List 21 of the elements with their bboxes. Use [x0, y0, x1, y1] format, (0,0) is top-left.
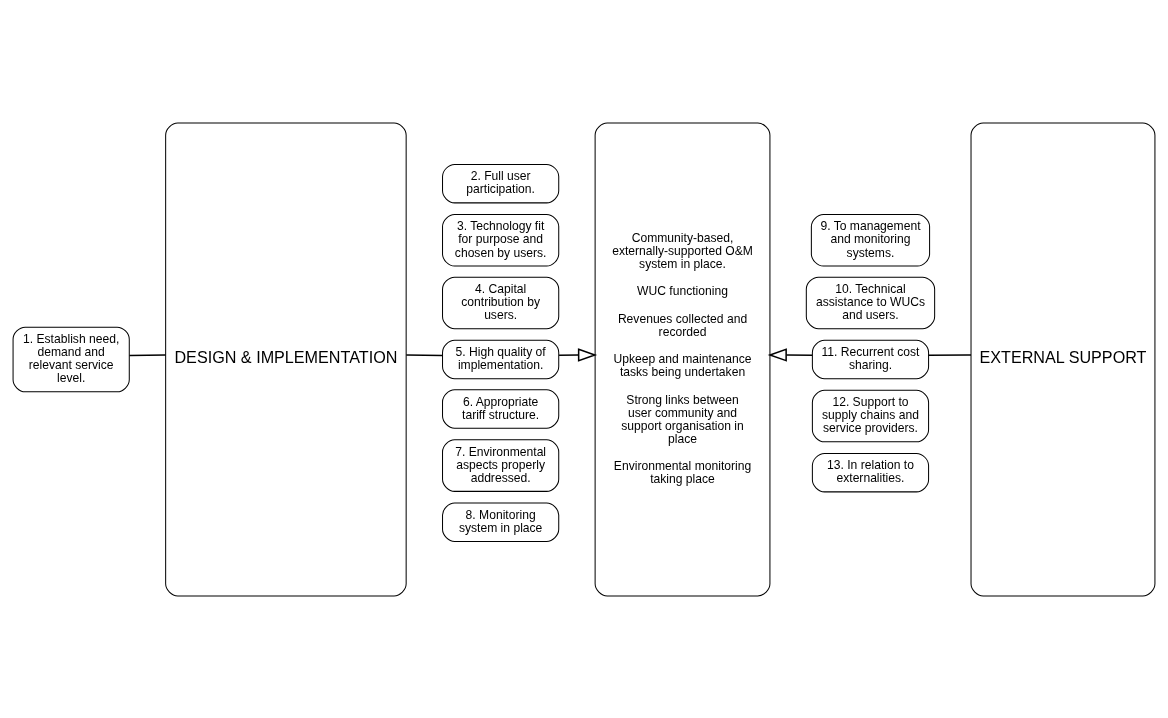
- connector: [128, 353, 167, 356]
- node-box: 2. Full user participation.: [442, 163, 560, 203]
- node-box: 7. Environmental aspects properly addressed.: [442, 438, 560, 492]
- connector: [405, 353, 444, 356]
- node-box: EXTERNAL SUPPORT: [970, 122, 1156, 596]
- node-box: 13. In relation to externalities.: [811, 452, 930, 492]
- node-box: 4. Capital contribution by users.: [442, 276, 560, 329]
- node-box: 3. Technology fit for purpose and chosen by users.: [442, 213, 560, 267]
- node-box: 1. Establish need, demand and relevant service level.: [12, 326, 130, 392]
- node-box: Community-based, externally-supported O&M system in place. WUC functioning Revenues collected and recorded Upkeep and maintenance tasks being undertaken Strong links between user community and support organisation in place Environmental monitoring taking place: [594, 122, 771, 596]
- node-box: DESIGN & IMPLEMENTATION: [165, 122, 407, 596]
- node-box: 8. Monitoring system in place: [442, 502, 560, 542]
- node-box: 6. Appropriate tariff structure.: [442, 388, 560, 429]
- node-box: 10. Technical assistance to WUCs and users.: [805, 276, 936, 329]
- arrow: [767, 347, 813, 362]
- node-box: 5. High quality of implementation.: [442, 339, 560, 379]
- arrow: [558, 347, 598, 362]
- connector: [927, 353, 972, 356]
- node-box: 9. To management and monitoring systems.: [810, 213, 931, 267]
- node-box: 12. Support to supply chains and service providers.: [811, 389, 930, 442]
- node-box: 11. Recurrent cost sharing.: [811, 339, 930, 379]
